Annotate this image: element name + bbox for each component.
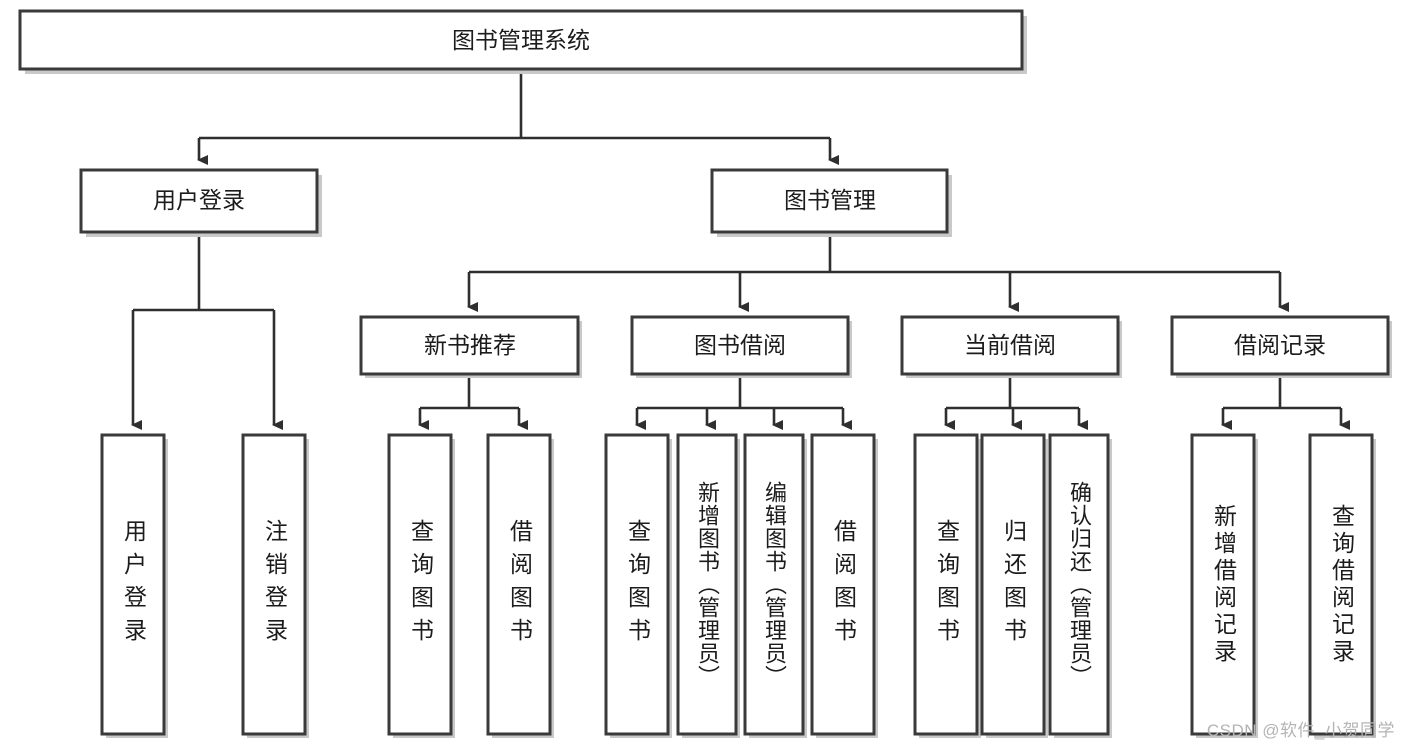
node-borrow-record[interactable]: 借阅记录 — [1170, 315, 1392, 378]
leaf-add-record-box — [1190, 433, 1256, 736]
borrow-record-box — [1170, 315, 1390, 376]
node-new-book-recommend[interactable]: 新书推荐 — [359, 315, 582, 378]
node-book-borrow[interactable]: 图书借阅 — [630, 315, 852, 378]
node-root[interactable]: 图书管理系统 — [18, 9, 1027, 74]
node-leaf-query-book-1[interactable] — [387, 433, 455, 738]
node-leaf-query-record[interactable] — [1308, 433, 1376, 738]
leaf-return-book-box — [980, 433, 1046, 736]
node-leaf-query-book-3[interactable] — [913, 433, 981, 738]
node-leaf-add-book[interactable] — [676, 433, 740, 738]
leaf-borrow-book-2-box — [810, 433, 876, 736]
new-book-recommend-box — [359, 315, 580, 376]
watermark: CSDN @软件_小贺同学 — [1206, 721, 1395, 740]
leaf-query-book-1-box — [387, 433, 453, 736]
current-borrow-box — [900, 315, 1120, 376]
node-leaf-return-book[interactable] — [980, 433, 1048, 738]
node-leaf-borrow-book-2[interactable] — [810, 433, 878, 738]
leaf-query-book-2-box — [604, 433, 670, 736]
leaf-borrow-book-1-box — [486, 433, 552, 736]
leaf-query-book-3-box — [913, 433, 979, 736]
leaf-node-boxes — [100, 433, 1376, 738]
root-box — [18, 9, 1024, 71]
book-management-label: 图书管理 — [784, 187, 876, 213]
book-borrow-box — [630, 315, 850, 376]
node-leaf-edit-book[interactable] — [743, 433, 807, 738]
borrow-record-label: 借阅记录 — [1234, 332, 1326, 358]
leaf-add-book-box — [676, 433, 738, 736]
user-login-label: 用户登录 — [153, 187, 245, 213]
leaf-confirm-return-box — [1048, 433, 1110, 736]
node-leaf-confirm-return[interactable] — [1048, 433, 1112, 738]
node-book-management[interactable]: 图书管理 — [710, 168, 952, 237]
node-user-login[interactable]: 用户登录 — [79, 168, 322, 237]
node-leaf-user-login[interactable] — [100, 433, 168, 738]
connector-edges — [131, 69, 1350, 430]
book-borrow-label: 图书借阅 — [694, 332, 786, 358]
node-current-borrow[interactable]: 当前借阅 — [900, 315, 1122, 378]
node-leaf-borrow-book-1[interactable] — [486, 433, 554, 738]
leaf-edit-book-box — [743, 433, 805, 736]
root-label: 图书管理系统 — [452, 27, 590, 53]
node-leaf-logout[interactable] — [241, 433, 309, 738]
leaf-user-login-box — [100, 433, 166, 736]
current-borrow-label: 当前借阅 — [964, 332, 1056, 358]
book-management-box — [710, 168, 949, 234]
node-leaf-query-book-2[interactable] — [604, 433, 672, 738]
leaf-logout-box — [241, 433, 307, 736]
node-leaf-add-record[interactable] — [1190, 433, 1258, 738]
user-login-box — [79, 168, 319, 234]
new-book-recommend-label: 新书推荐 — [424, 332, 516, 358]
leaf-query-record-box — [1308, 433, 1374, 736]
